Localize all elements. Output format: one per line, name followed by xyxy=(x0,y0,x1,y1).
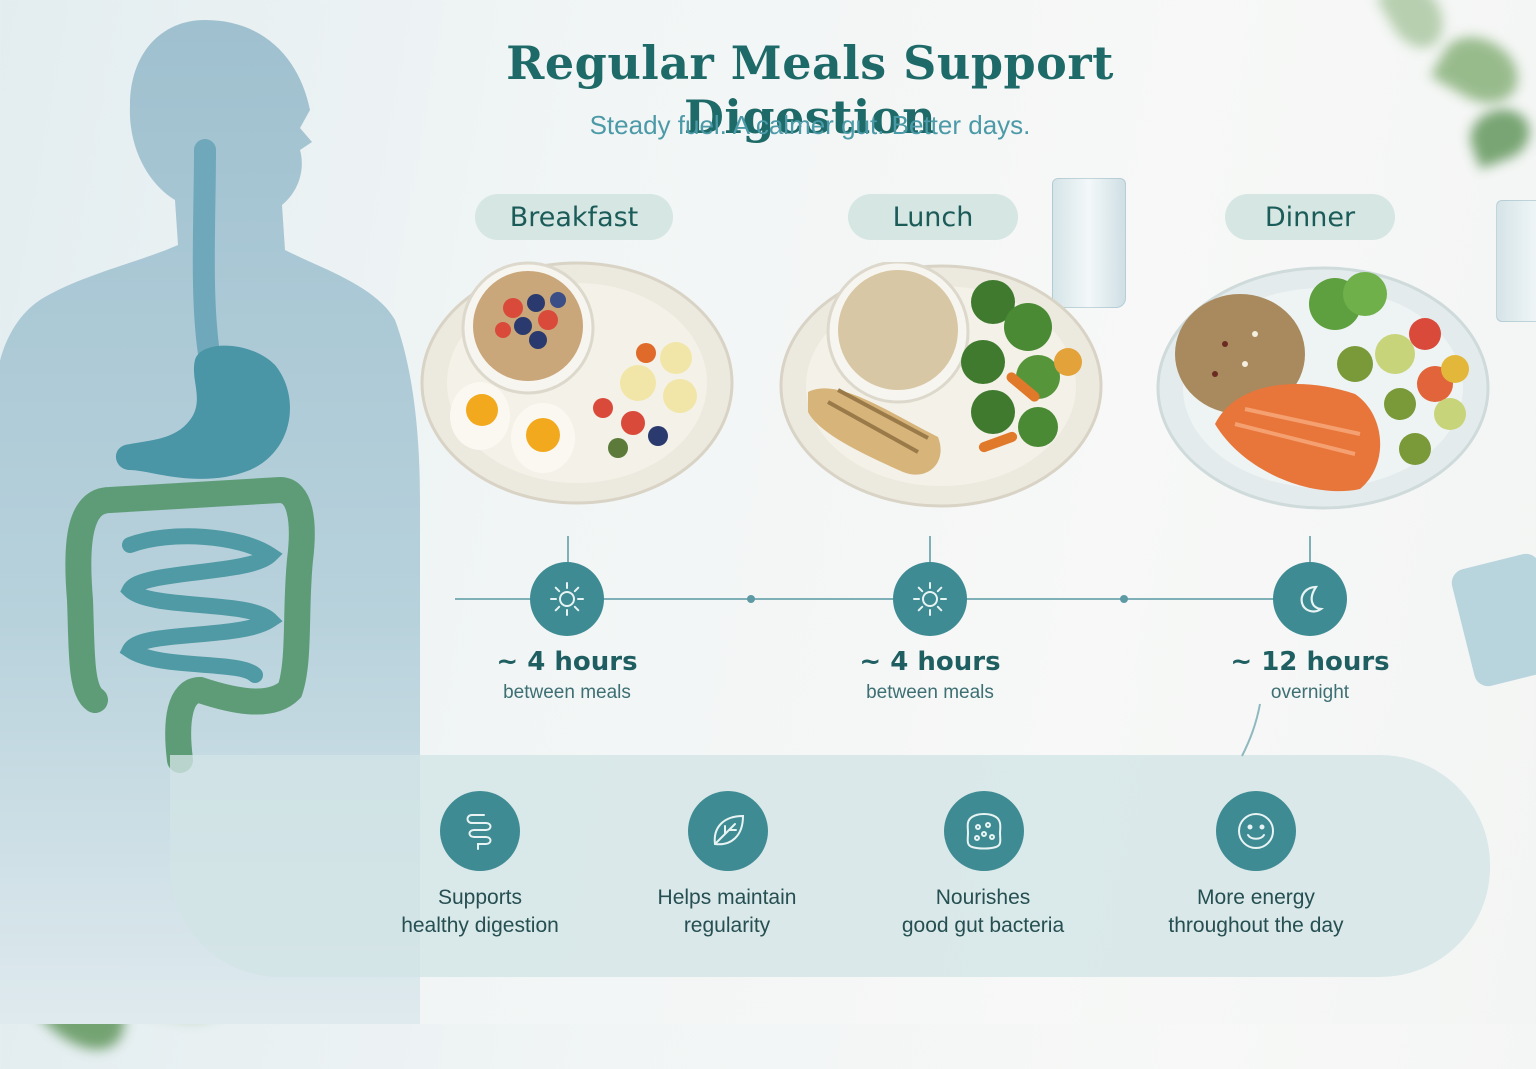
moon-icon xyxy=(1300,585,1324,613)
meal-label-lunch: Lunch xyxy=(848,194,1018,240)
water-glass-right xyxy=(1496,200,1536,322)
foliage-top-right-3 xyxy=(1375,0,1455,58)
timeline-connector xyxy=(1309,536,1311,564)
timeline-dot xyxy=(747,595,755,603)
benefit-icon-energy xyxy=(1216,791,1296,871)
intestine-icon xyxy=(466,814,492,850)
gap-note-2: between meals xyxy=(866,682,994,703)
benefit-line: throughout the day xyxy=(1168,914,1344,937)
benefit-line: More energy xyxy=(1197,886,1315,909)
benefit-icon-digestion xyxy=(440,791,520,871)
timeline-node-lunch xyxy=(893,562,967,636)
sun-icon xyxy=(550,582,584,616)
napkin xyxy=(1448,550,1536,690)
gap-hours-2: ~ 4 hours xyxy=(859,647,1001,677)
benefit-text-energy: More energy throughout the day xyxy=(1126,884,1386,940)
timeline-line xyxy=(455,598,1325,600)
leaf-icon xyxy=(713,814,745,846)
timeline-node-breakfast xyxy=(530,562,604,636)
meal-label-dinner: Dinner xyxy=(1225,194,1395,240)
benefit-line: Nourishes xyxy=(935,886,1031,909)
benefit-line: regularity xyxy=(683,914,771,937)
timeline-dot xyxy=(1120,595,1128,603)
water-glass xyxy=(1052,178,1126,308)
foliage-top-right xyxy=(1430,24,1530,116)
benefits-panel xyxy=(170,755,1490,977)
timeline-connector xyxy=(929,536,931,564)
benefit-text-regularity: Helps maintain regularity xyxy=(597,884,857,940)
page-subtitle: Steady fuel. A calmer gut. Better days. xyxy=(589,110,1031,140)
benefit-icon-regularity xyxy=(688,791,768,871)
gap-note-3: overnight xyxy=(1270,682,1350,703)
timeline-connector xyxy=(567,536,569,564)
meal-label-breakfast: Breakfast xyxy=(475,194,673,240)
gut-bacteria-icon xyxy=(966,813,1002,850)
benefit-line: Supports xyxy=(437,886,523,909)
breakfast-plate-image xyxy=(420,261,734,505)
benefit-text-bacteria: Nourishes good gut bacteria xyxy=(853,884,1113,940)
benefit-text-digestion: Supports healthy digestion xyxy=(350,884,610,940)
timeline-node-dinner xyxy=(1273,562,1347,636)
benefit-line: Helps maintain xyxy=(657,886,797,909)
panel-connector xyxy=(1241,703,1261,757)
gap-hours-3: ~ 12 hours xyxy=(1230,647,1390,677)
gap-note-1: between meals xyxy=(503,682,631,703)
dinner-plate-image xyxy=(1156,266,1490,510)
smile-icon xyxy=(1238,813,1274,849)
lunch-plate-image xyxy=(779,262,1103,508)
benefit-icon-bacteria xyxy=(944,791,1024,871)
page-title: Regular Meals Support Digestion xyxy=(506,36,1114,144)
sun-icon xyxy=(913,582,947,616)
foliage-top-right-2 xyxy=(1463,101,1536,169)
gap-hours-1: ~ 4 hours xyxy=(496,647,638,677)
benefit-line: good gut bacteria xyxy=(901,914,1065,937)
benefit-line: healthy digestion xyxy=(401,914,559,937)
